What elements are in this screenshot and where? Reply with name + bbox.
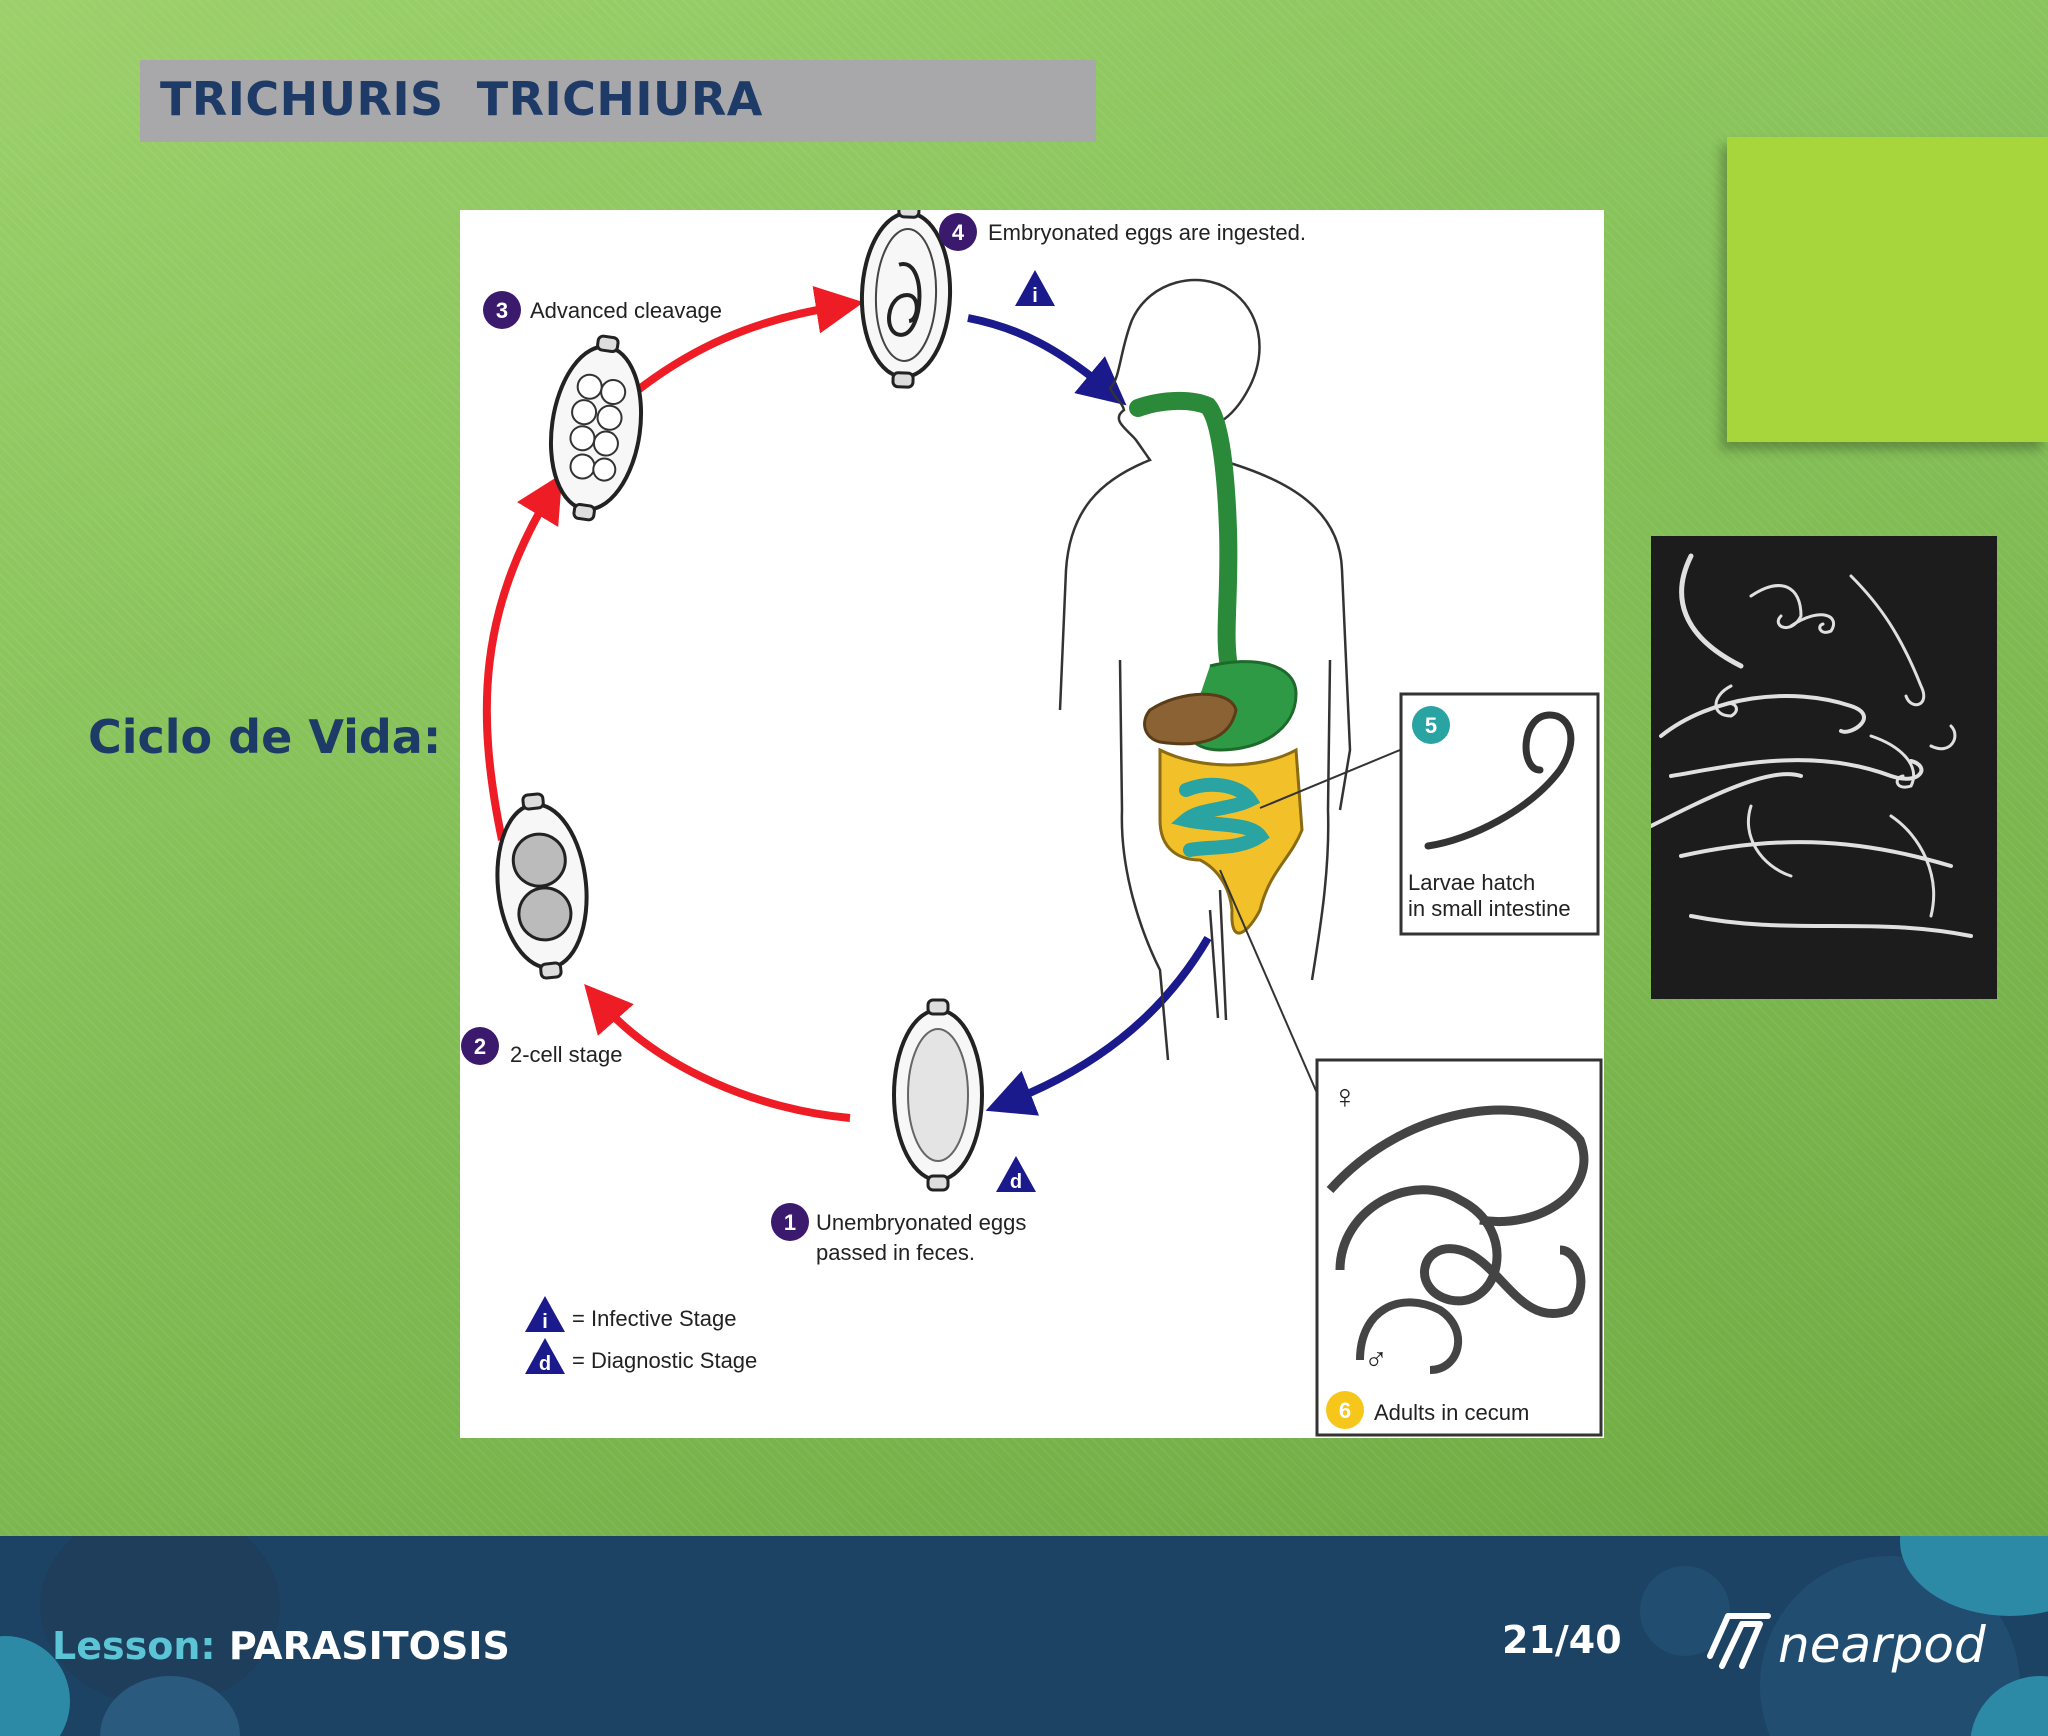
lesson-key: Lesson: bbox=[52, 1624, 216, 1668]
legend-infective: = Infective Stage bbox=[572, 1306, 737, 1331]
step6-number: 6 bbox=[1339, 1398, 1351, 1423]
step3-number: 3 bbox=[496, 298, 508, 323]
page-counter: 21/40 bbox=[1502, 1618, 1622, 1662]
step4-number: 4 bbox=[952, 220, 965, 245]
egg-advanced-cleavage bbox=[548, 334, 644, 522]
arrow-2-to-3 bbox=[482, 473, 563, 841]
step5-line1: Larvae hatch bbox=[1408, 870, 1535, 895]
egg-unembryonated bbox=[892, 998, 984, 1192]
bottom-bar: Lesson: PARASITOSIS 21/40 nearpod bbox=[0, 1536, 2048, 1736]
nearpod-wordmark: nearpod bbox=[1778, 1616, 1986, 1674]
step2-label: 2-cell stage bbox=[510, 1042, 623, 1067]
svg-text:i: i bbox=[1032, 285, 1038, 307]
arrow-3-to-4 bbox=[635, 285, 864, 394]
nearpod-logo: nearpod bbox=[1698, 1608, 2008, 1678]
lesson-value: PARASITOSIS bbox=[228, 1624, 510, 1668]
diagnostic-stage-marker: d bbox=[996, 1156, 1036, 1193]
step5-line2: in small intestine bbox=[1408, 896, 1571, 921]
human-body-outline bbox=[1058, 278, 1352, 1061]
digestive-tract bbox=[1129, 391, 1304, 935]
step6-label: Adults in cecum bbox=[1374, 1400, 1529, 1425]
legend: i = Infective Stage d = Diagnostic Stage bbox=[525, 1296, 757, 1375]
step1-line1: Unembryonated eggs bbox=[816, 1210, 1026, 1235]
arrow-4-to-host bbox=[967, 314, 1127, 406]
step2-number: 2 bbox=[474, 1034, 486, 1059]
ciclo-label: Ciclo de Vida: bbox=[88, 710, 442, 764]
title-bar: TRICHURIS TRICHIURA bbox=[140, 60, 1096, 142]
lesson-label: Lesson: PARASITOSIS bbox=[52, 1624, 510, 1668]
male-symbol: ♂ bbox=[1364, 1341, 1388, 1377]
egg-2-cell bbox=[495, 792, 589, 980]
svg-text:d: d bbox=[1010, 1171, 1022, 1193]
worms-photo bbox=[1649, 536, 1997, 999]
slide-title: TRICHURIS TRICHIURA bbox=[160, 72, 763, 126]
step5-number: 5 bbox=[1425, 713, 1437, 738]
step4-label: Embryonated eggs are ingested. bbox=[988, 220, 1306, 245]
legend-diagnostic: = Diagnostic Stage bbox=[572, 1348, 757, 1373]
accent-square bbox=[1727, 137, 2048, 442]
step1-number: 1 bbox=[784, 1210, 796, 1235]
arrow-1-to-2 bbox=[584, 984, 851, 1122]
inset-adults: ♀ ♂ 6 Adults in cecum bbox=[1315, 1058, 1603, 1437]
egg-embryonated bbox=[859, 201, 953, 389]
life-cycle-diagram: 5 Larvae hatch in small intestine ♀ ♂ 6 … bbox=[460, 201, 1604, 1438]
inset-larvae: 5 Larvae hatch in small intestine bbox=[1399, 692, 1600, 936]
arrow-host-to-1 bbox=[985, 935, 1212, 1116]
step3-label: Advanced cleavage bbox=[530, 298, 722, 323]
step1-line2: passed in feces. bbox=[816, 1240, 975, 1265]
female-symbol: ♀ bbox=[1332, 1078, 1358, 1116]
slide: TRICHURIS TRICHIURA Ciclo de Vida: bbox=[0, 0, 2048, 1536]
infective-stage-marker: i bbox=[1015, 270, 1055, 307]
svg-text:i: i bbox=[542, 1311, 548, 1333]
svg-text:d: d bbox=[539, 1353, 551, 1375]
